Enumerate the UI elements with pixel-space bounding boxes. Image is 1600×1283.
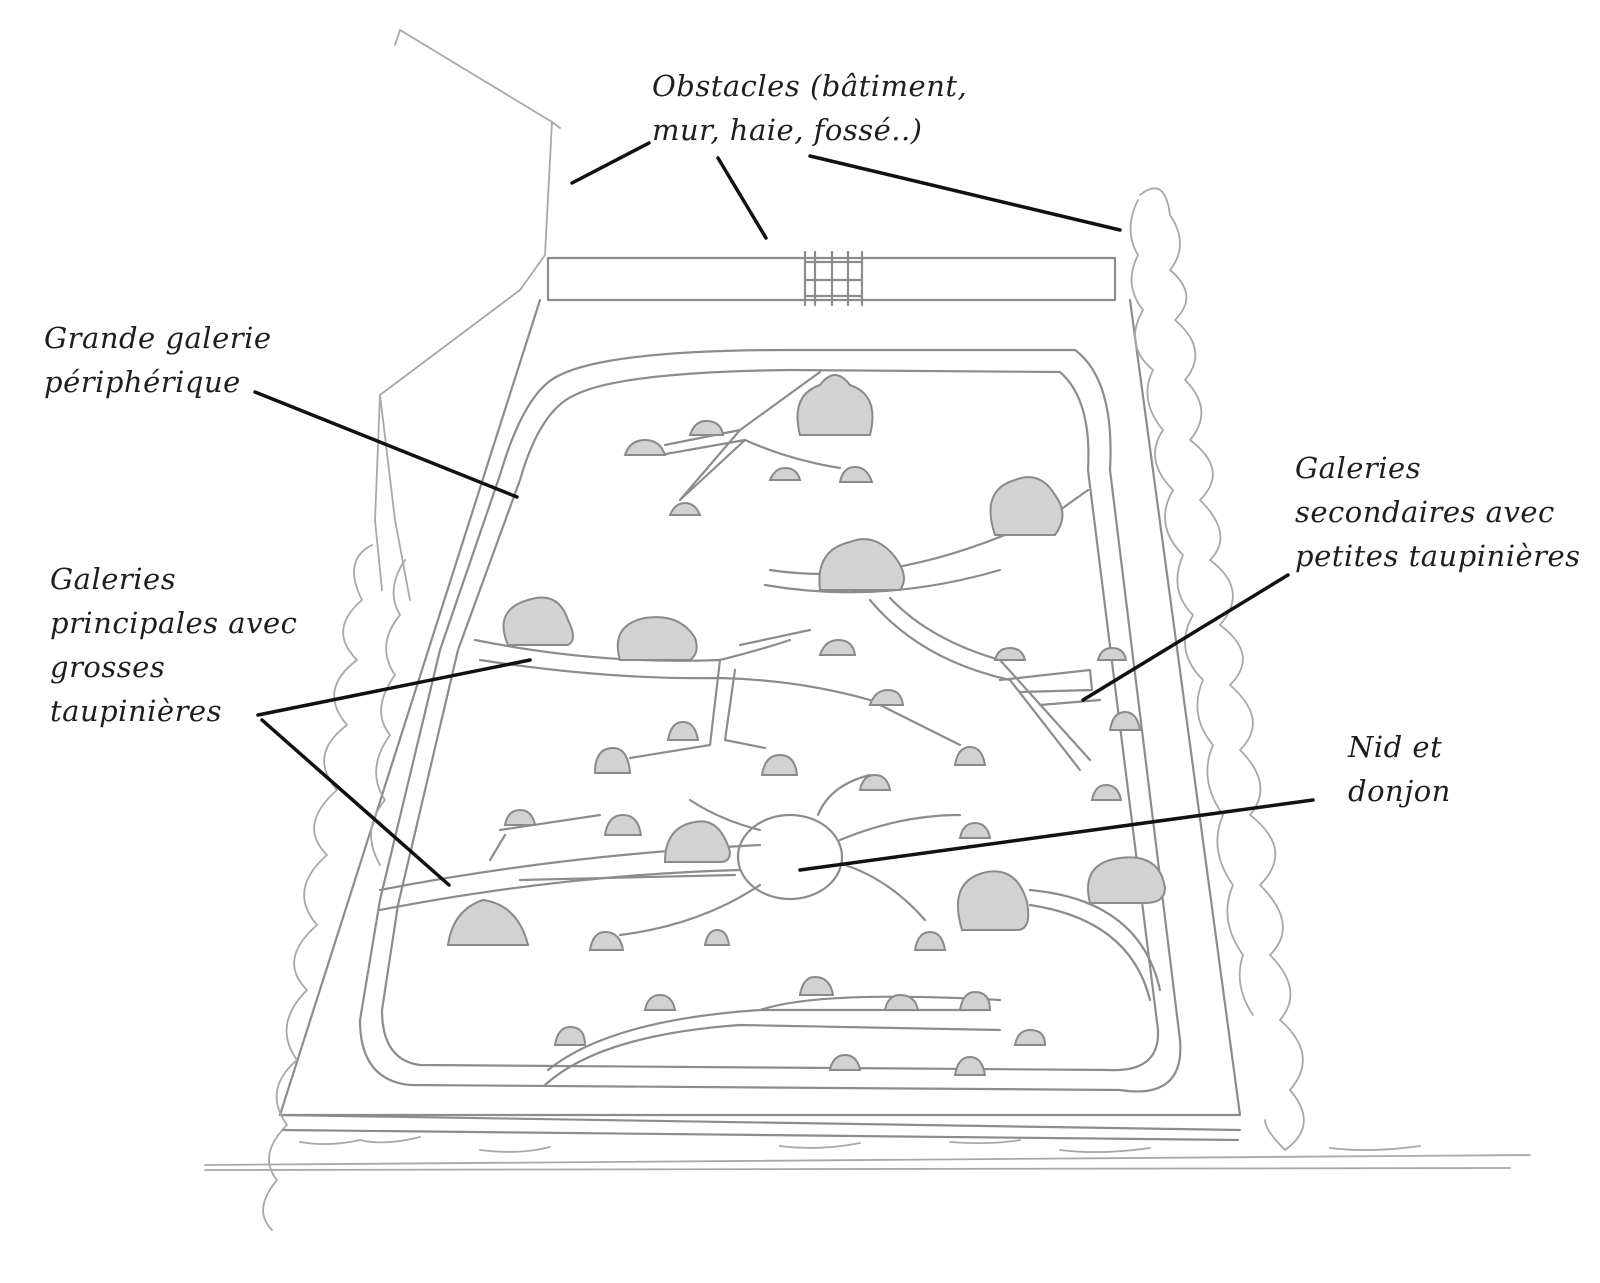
gallery-mid-branches xyxy=(628,628,812,760)
label-nid-line2: donjon xyxy=(1348,774,1451,808)
small-molehills xyxy=(503,419,1142,1076)
leader-obstacles-hedge xyxy=(808,154,1122,232)
top-wall xyxy=(546,256,1117,302)
label-obstacles-line2: mur, haie, fossé..) xyxy=(652,113,923,147)
gate-icon xyxy=(803,250,864,307)
nest-branches xyxy=(488,773,962,937)
gallery-top-branches xyxy=(658,370,842,502)
building-edge xyxy=(379,394,411,601)
leader-secondaires xyxy=(1081,573,1290,702)
peripheral-gallery-inner xyxy=(380,368,1160,1072)
gallery-bottom-right xyxy=(1028,888,1162,1002)
peripheral-gallery-outer xyxy=(358,348,1182,1093)
gallery-secondary-right xyxy=(998,668,1102,707)
label-obstacles: Obstacles (bâtiment, mur, haie, fossé..) xyxy=(652,64,967,152)
leader-principales-1 xyxy=(256,658,532,717)
field-inner-ground xyxy=(278,1113,1242,1142)
label-principales-line3: grosses xyxy=(50,650,166,684)
nest-chamber xyxy=(736,813,844,901)
leader-obstacles-building xyxy=(570,141,651,185)
label-galeries-secondaires: Galeries secondaires avec petites taupin… xyxy=(1295,446,1581,578)
field-outer-border xyxy=(278,298,1242,1117)
label-grande-galerie: Grande galerie périphérique xyxy=(44,316,272,404)
ground-strokes xyxy=(204,1136,1531,1171)
leader-lines xyxy=(253,141,1315,887)
label-principales-line2: principales avec xyxy=(50,606,298,640)
gallery-diagonal xyxy=(868,596,1092,772)
large-molehills xyxy=(446,374,1167,946)
label-secondaires-line2: secondaires avec xyxy=(1295,495,1555,529)
leader-obstacles-wall xyxy=(716,156,768,240)
label-grande-galerie-line1: Grande galerie xyxy=(44,321,272,355)
label-principales-line4: taupinières xyxy=(50,694,222,728)
label-grande-galerie-line2: périphérique xyxy=(44,365,241,399)
label-secondaires-line3: petites taupinières xyxy=(1295,539,1581,573)
label-nid-donjon: Nid et donjon xyxy=(1348,725,1451,813)
hedge-left xyxy=(262,544,373,1231)
label-secondaires-line1: Galeries xyxy=(1295,451,1422,485)
leader-nid xyxy=(798,798,1315,872)
gallery-bottom xyxy=(543,995,1002,1087)
label-galeries-principales: Galeries principales avec grosses taupin… xyxy=(50,557,297,733)
hedge-right xyxy=(1139,187,1305,1151)
leader-principales-2 xyxy=(260,718,451,887)
hedge-right-inner xyxy=(1129,199,1254,1016)
label-principales-line1: Galeries xyxy=(50,562,177,596)
leader-grande-galerie xyxy=(253,390,519,499)
label-nid-line1: Nid et xyxy=(1348,730,1443,764)
hedge-left-inner xyxy=(370,559,406,866)
building-outline xyxy=(374,29,561,591)
label-obstacles-line1: Obstacles (bâtiment, xyxy=(652,69,968,103)
